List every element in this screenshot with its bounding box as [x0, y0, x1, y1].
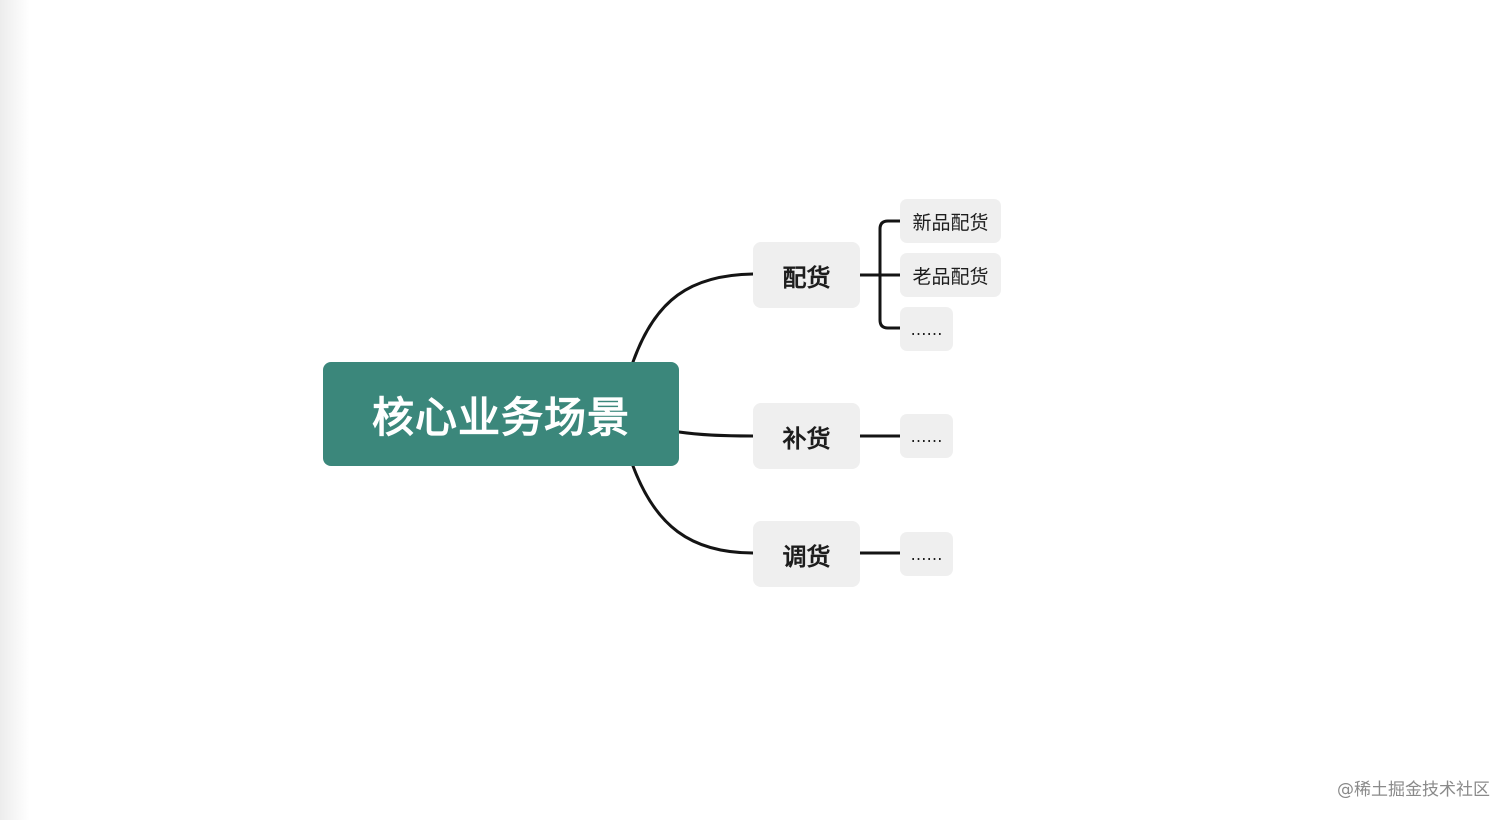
leaf-node-more-1[interactable]: …… [900, 307, 953, 351]
branch-node-buhuo[interactable]: 补货 [753, 403, 860, 469]
connector-root-to-branch-1 [631, 272, 755, 364]
connector-root-to-branch-3 [631, 464, 755, 555]
root-node[interactable]: 核心业务场景 [323, 362, 679, 466]
branch-node-peihuo[interactable]: 配货 [753, 242, 860, 308]
branch-label: 调货 [782, 542, 831, 571]
leaf-label: …… [910, 426, 943, 446]
leaf-label: 老品配货 [912, 265, 989, 288]
leaf-node-new-product[interactable]: 新品配货 [900, 199, 1001, 243]
branch-node-diaohuo[interactable]: 调货 [753, 521, 860, 587]
branch-label: 配货 [782, 263, 831, 292]
leaf-label: 新品配货 [912, 211, 989, 234]
root-label: 核心业务场景 [371, 392, 630, 442]
leaf-node-more-2[interactable]: …… [900, 414, 953, 458]
left-edge-shade [0, 0, 30, 820]
leaf-node-more-3[interactable]: …… [900, 532, 953, 576]
watermark: @稀土掘金技术社区 [1337, 780, 1490, 800]
leaf-label: …… [910, 544, 943, 564]
leaf-label: …… [910, 319, 943, 339]
connector-root-to-branch-2 [677, 430, 755, 438]
branch-label: 补货 [782, 424, 831, 453]
leaf-node-old-product[interactable]: 老品配货 [900, 253, 1001, 297]
